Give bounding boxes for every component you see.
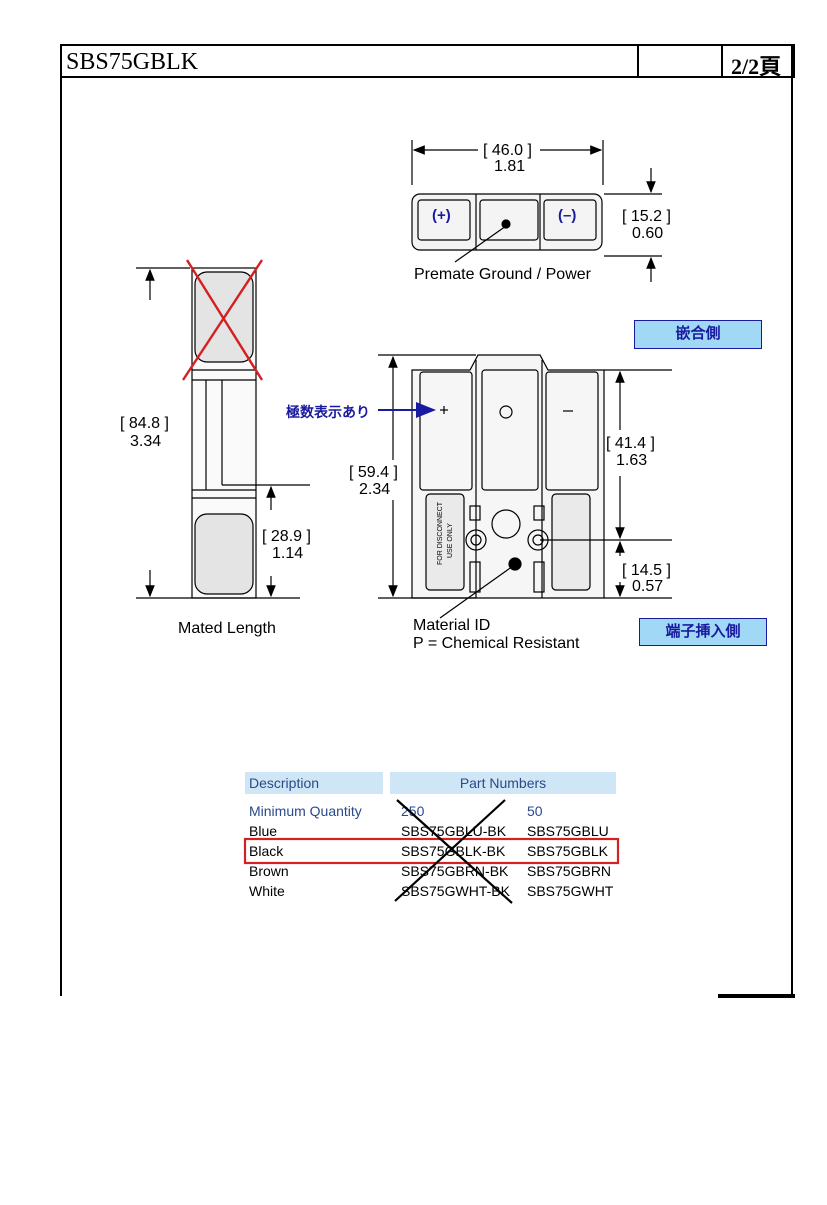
cross-out-mark: [181, 259, 264, 381]
row-desc: Brown: [249, 863, 289, 879]
housing-text-1: FOR DISCONNECT: [437, 501, 444, 565]
page-cell: 2/2頁: [721, 46, 795, 79]
dim-bottom-mm: [ 14.5 ]: [622, 562, 671, 579]
part-title: SBS75GBLK: [66, 49, 199, 75]
row-bulk: 250: [401, 803, 425, 819]
title-bar: SBS75GBLK 2/2頁: [60, 44, 795, 79]
mated-length-caption: Mated Length: [178, 620, 276, 637]
table-header-description: Description: [245, 772, 383, 794]
table-row: Minimum Quantity 250 50: [245, 801, 625, 821]
terminal-side-label: 端子挿入側: [639, 618, 767, 646]
bottom-rule: [718, 994, 795, 998]
dim-height-top-in: 0.60: [632, 225, 663, 242]
dim-lower-mm: [ 28.9 ]: [262, 528, 311, 545]
dim-bottom-in: 0.57: [632, 578, 663, 595]
front-view: [378, 354, 672, 619]
table-row: Black SBS75GBLK-BK SBS75GBLK: [245, 841, 625, 861]
dim-mated-in: 3.34: [130, 433, 161, 450]
row-single: SBS75GBLU: [527, 823, 609, 839]
mating-side-label: 嵌合側: [634, 320, 762, 349]
row-single: SBS75GBLK: [527, 843, 608, 859]
housing-text-2: USE ONLY: [447, 523, 454, 558]
table-header-part-numbers: Part Numbers: [390, 772, 616, 794]
row-single: SBS75GWHT: [527, 883, 614, 899]
table-row: Brown SBS75GBRN-BK SBS75GBRN: [245, 861, 625, 881]
row-bulk: SBS75GBRN-BK: [401, 863, 509, 879]
plus-label: (+): [432, 207, 451, 224]
dim-mated-mm: [ 84.8 ]: [120, 415, 169, 432]
side-view: [136, 267, 310, 599]
polarity-note: 極数表示あり: [286, 404, 370, 420]
row-bulk: SBS75GWHT-BK: [401, 883, 510, 899]
top-view: [411, 140, 662, 282]
row-bulk: SBS75GBLU-BK: [401, 823, 507, 839]
row-single: SBS75GBRN: [527, 863, 612, 879]
chemical-caption: P = Chemical Resistant: [413, 635, 580, 652]
premate-caption: Premate Ground / Power: [414, 266, 592, 283]
dim-height-top-mm: [ 15.2 ]: [622, 208, 671, 225]
material-id-caption: Material ID: [413, 617, 490, 634]
row-single: 50: [527, 803, 543, 819]
dim-right-mm: [ 41.4 ]: [606, 435, 655, 452]
connector-drawing: (+) (–) [ 46.0 ] 1.81 [ 15.2 ] 0.60 Prem…: [120, 140, 672, 652]
table-row: White SBS75GWHT-BK SBS75GWHT: [245, 881, 625, 901]
dim-body-in: 2.34: [359, 481, 390, 498]
dim-right-in: 1.63: [616, 452, 647, 469]
row-desc: Blue: [249, 823, 278, 839]
row-desc: White: [249, 883, 285, 899]
row-bulk: SBS75GBLK-BK: [401, 843, 506, 859]
dim-body-mm: [ 59.4 ]: [349, 464, 398, 481]
title-empty-cell: [637, 46, 723, 76]
minus-label: (–): [558, 207, 576, 224]
row-desc: Black: [249, 843, 284, 859]
dim-width-in: 1.81: [494, 158, 525, 175]
table-row: Blue SBS75GBLU-BK SBS75GBLU: [245, 821, 625, 841]
dim-width-mm: [ 46.0 ]: [483, 142, 532, 159]
page-number: 2/2頁: [731, 54, 782, 79]
row-desc: Minimum Quantity: [249, 803, 362, 819]
dim-lower-in: 1.14: [272, 545, 303, 562]
